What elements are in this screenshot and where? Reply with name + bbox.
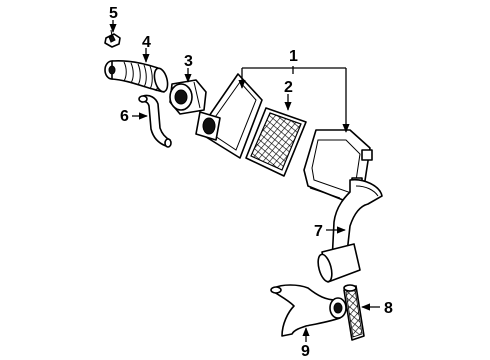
adapter-part <box>169 79 207 115</box>
callout-3: 3 <box>184 53 193 70</box>
callout-1: 1 <box>289 48 298 65</box>
callout-2: 2 <box>284 79 293 96</box>
callout-6: 6 <box>120 108 129 125</box>
intake-duct-part <box>104 59 169 93</box>
callout-9: 9 <box>301 343 310 360</box>
elbow-duct-part <box>270 284 347 337</box>
callout-labels: 5 4 3 1 2 6 7 8 9 <box>109 5 393 360</box>
callout-4: 4 <box>142 34 151 51</box>
filter-element-part <box>245 107 307 177</box>
callout-8: 8 <box>384 300 393 317</box>
clip-part <box>104 29 121 48</box>
small-tube-part <box>343 284 365 341</box>
callout-7: 7 <box>314 223 323 240</box>
outlet-tube-part <box>317 178 383 283</box>
air-cleaner-cover-part <box>195 73 263 159</box>
breather-hose-part <box>138 94 172 148</box>
leader-line-1 <box>238 66 350 133</box>
leader-lines <box>109 20 380 342</box>
callout-5: 5 <box>109 5 118 22</box>
